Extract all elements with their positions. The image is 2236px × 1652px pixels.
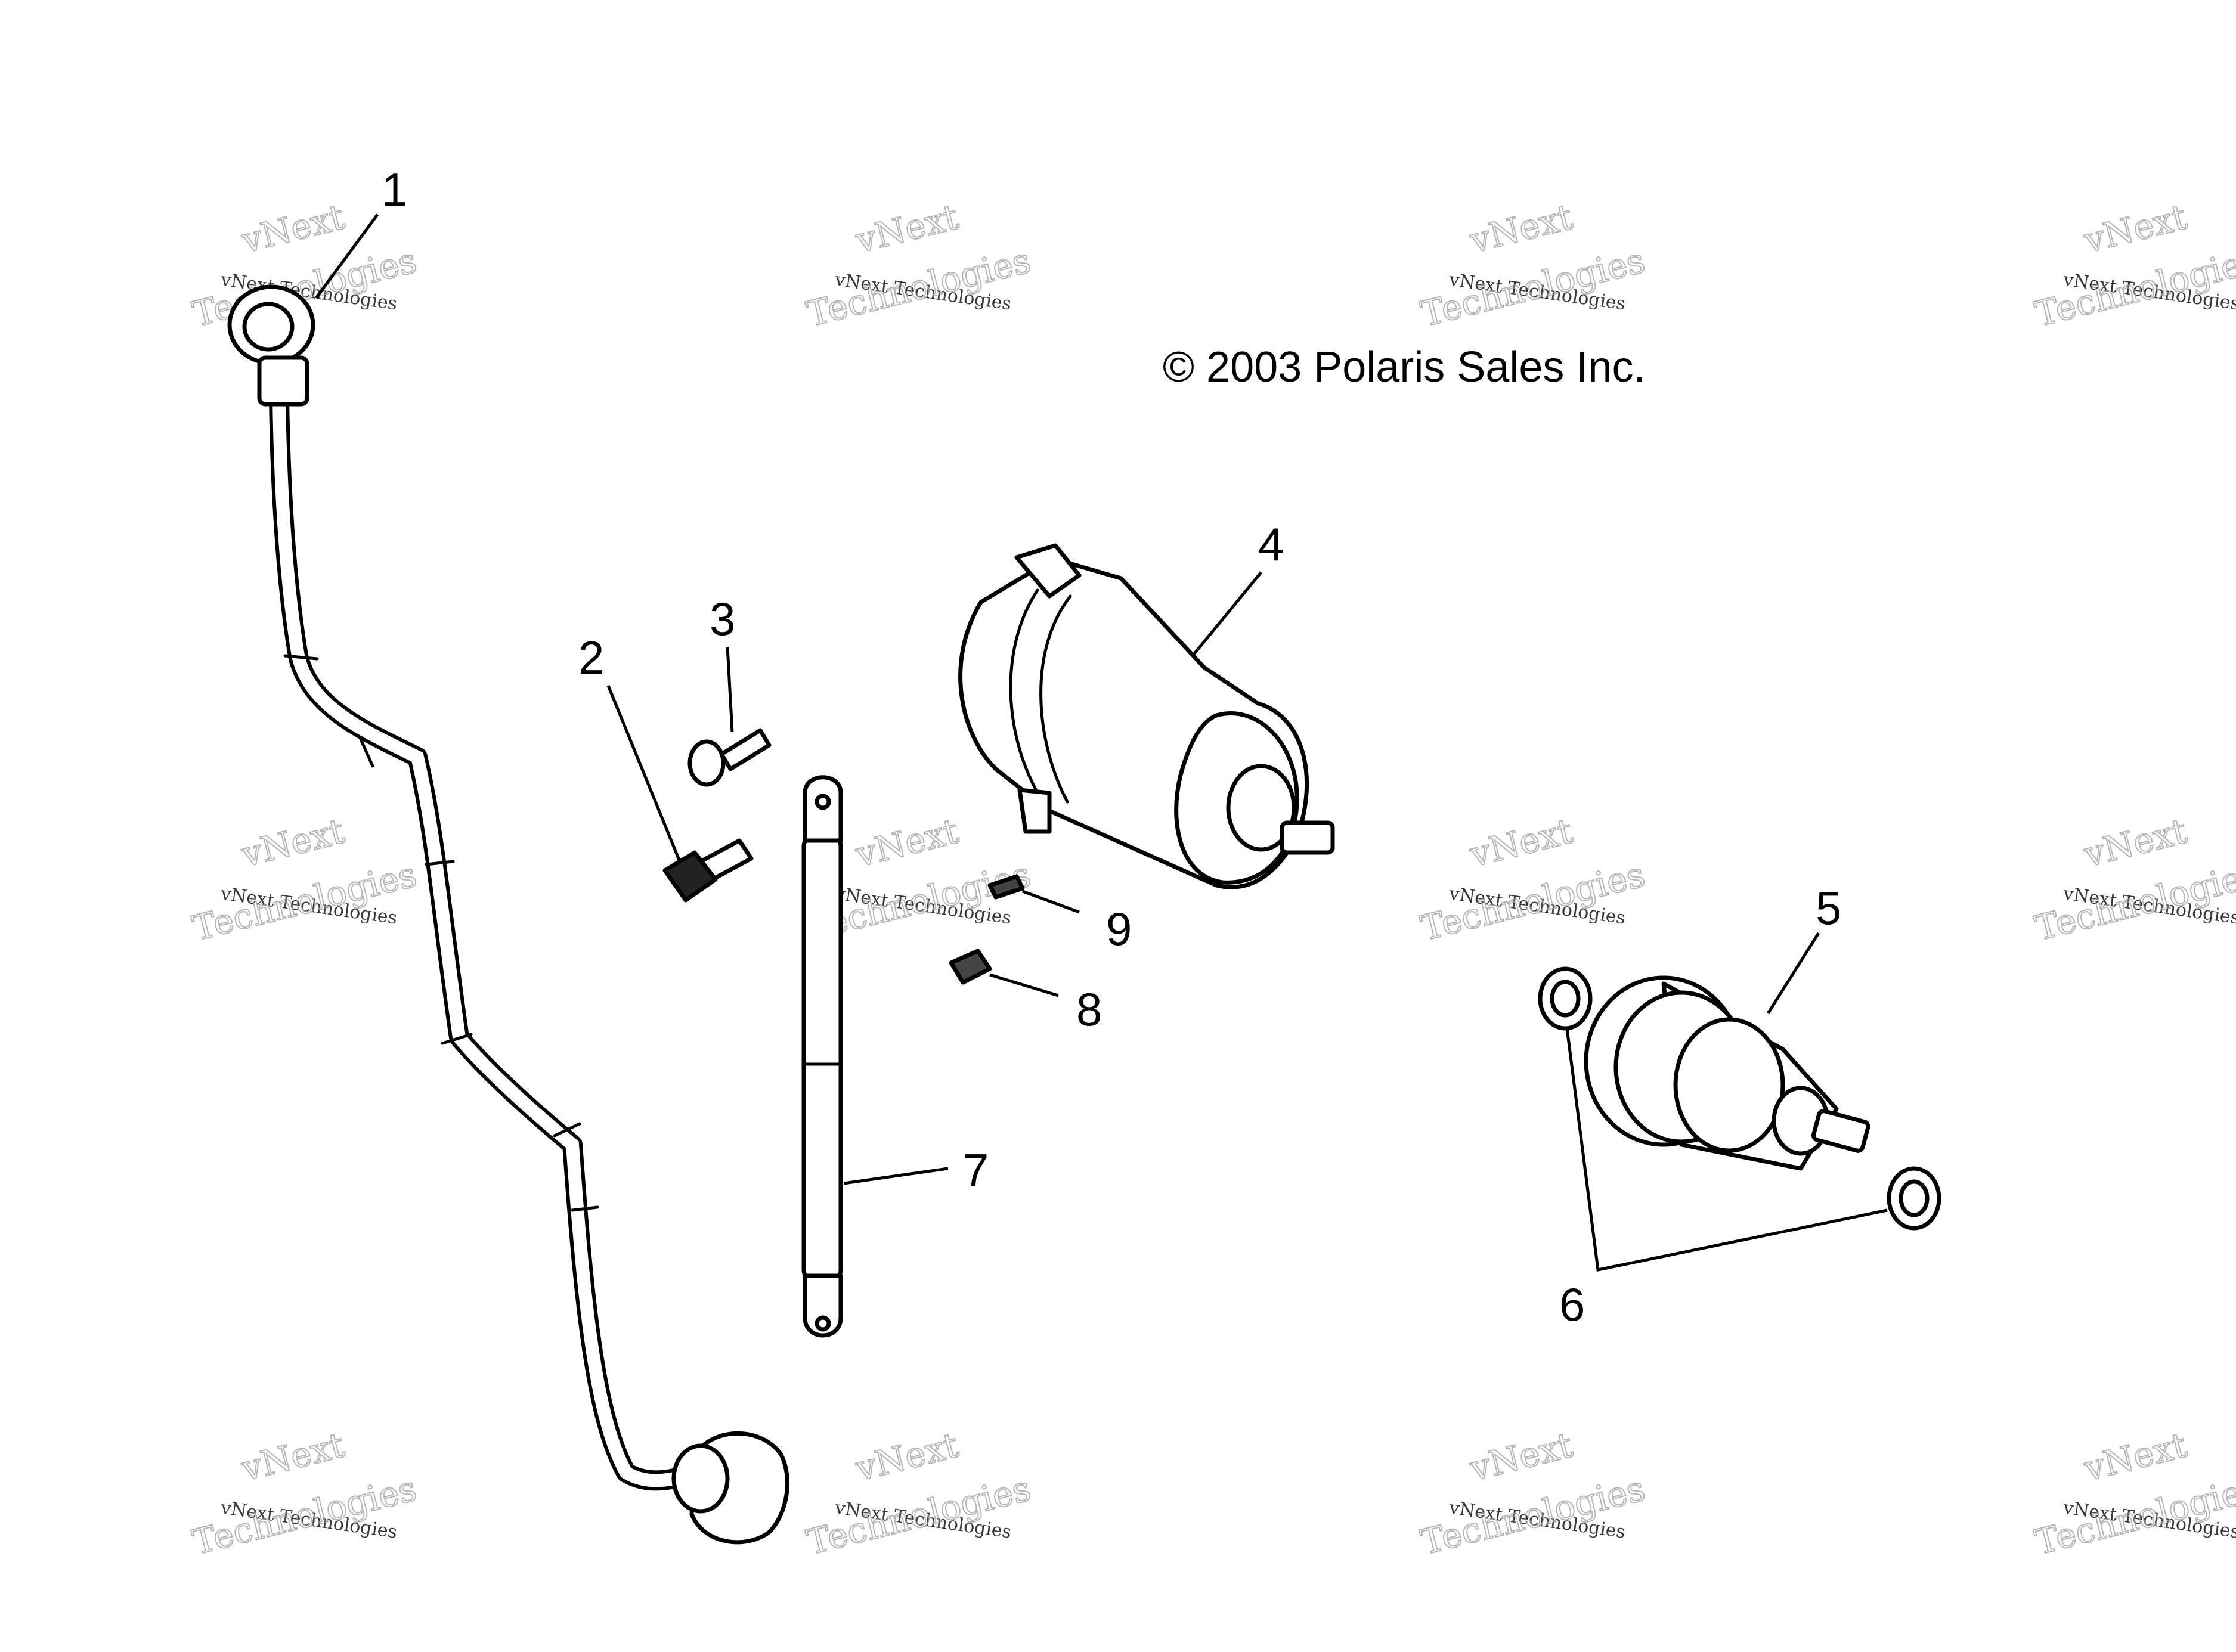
svg-text:Technologies: Technologies [2031,854,2236,949]
cable-band [283,654,319,661]
svg-text:Technologies: Technologies [2031,1468,2236,1563]
watermark: vNext vNext Technologies Technologies [802,1424,1035,1564]
svg-text:vNext: vNext [2080,811,2191,875]
drive-shaft [1811,1109,1870,1153]
svg-text:Technologies: Technologies [188,1468,420,1563]
callout-4: 4 [1258,518,1284,571]
cable-band [571,1205,599,1212]
svg-text:vNext: vNext [1466,197,1577,261]
watermark: vNext vNext Technologies Technologies [2030,1424,2236,1564]
svg-text:Technologies: Technologies [2031,240,2236,334]
svg-text:vNext: vNext [2080,1425,2191,1489]
part-4-starter-motor [958,543,1335,889]
part-2-nut [662,838,754,903]
callout-7: 7 [963,1144,989,1197]
part-5-starter-drive [1584,975,1870,1171]
watermark: vNext vNext Technologies Technologies [1416,196,1649,336]
cable-band [441,1033,473,1045]
strap-lug-bottom-hole [815,1315,831,1332]
leader-1 [314,213,379,299]
watermark: vNext vNext Technologies Technologies [2030,810,2236,950]
part-7-ground-strap [801,775,843,1338]
svg-text:Technologies: Technologies [1417,854,1649,949]
watermark: vNext vNext Technologies Technologies [2030,196,2236,336]
part-1-battery-cable [227,284,789,1545]
callout-1: 1 [382,163,407,216]
drive-gear-2 [1673,1017,1785,1153]
svg-text:Technologies: Technologies [803,1468,1035,1563]
watermark: vNext vNext Technologies Technologies [188,810,421,950]
svg-text:Technologies: Technologies [1417,240,1649,334]
callout-5: 5 [1816,882,1841,934]
starter-band-2 [1039,594,1072,804]
callout-8: 8 [1076,983,1102,1036]
leader-8 [989,973,1059,997]
watermark: vNext vNext Technologies Technologies [1416,810,1649,950]
starter-band-1 [1009,588,1039,795]
starter-gear [1226,764,1296,852]
starter-bracket [1014,543,1082,599]
svg-text:vNext: vNext [851,1425,962,1489]
washer-right-hole [1899,1179,1930,1217]
cable-terminal-top-hole [242,302,295,352]
callout-labels: 1 2 3 4 5 6 7 8 9 [382,163,1841,1331]
starter-terminal [1017,788,1052,834]
leader-6 [1565,1028,1888,1272]
bolt-head [687,739,726,787]
nut-body [949,949,992,985]
starter-shaft [1280,820,1335,855]
svg-text:Technologies: Technologies [188,854,420,949]
strap-body [801,835,843,1281]
leader-2 [606,685,682,862]
leader-5 [1766,932,1820,1015]
leader-4 [1191,571,1262,657]
cable-boot-top [257,355,309,407]
part-8-nut [949,949,992,985]
callout-2: 2 [578,631,604,684]
svg-text:vNext: vNext [2080,197,2191,261]
svg-text:vNext: vNext [851,197,962,261]
strap-lug-bottom [803,1273,843,1338]
callout-6: 6 [1559,1278,1585,1331]
washer-left-hole [1550,980,1581,1018]
cable-outline [269,386,720,1491]
svg-text:vNext: vNext [1466,1425,1577,1489]
svg-text:Technologies: Technologies [1417,1468,1649,1563]
watermark: vNext vNext Technologies Technologies [802,196,1035,336]
svg-text:vNext: vNext [237,197,348,261]
svg-text:vNext: vNext [237,1425,348,1489]
part-3-bolt [687,728,772,787]
cable-band [359,737,374,768]
leader-3 [726,646,734,733]
watermark: vNext vNext Technologies Technologies [188,1424,421,1564]
callout-9: 9 [1106,903,1132,955]
svg-text:vNext: vNext [851,811,962,875]
leader-lines [314,213,1888,1272]
cable-boot-bottom [671,1443,730,1514]
strap-lug-top-hole [815,794,831,810]
cable-band [425,860,455,866]
cable-band [553,1122,581,1138]
screw-body [987,874,1025,900]
watermark: vNext vNext Technologies Technologies [1416,1424,1649,1564]
leader-7 [843,1167,949,1185]
part-9-screw [987,874,1025,900]
copyright-text: © 2003 Polaris Sales Inc. [1163,343,1645,391]
svg-text:vNext: vNext [237,811,348,875]
nut-head [662,850,718,903]
leader-9 [1022,889,1080,914]
bolt-shaft [719,728,772,771]
svg-text:vNext: vNext [1466,811,1577,875]
part-6-washers [1538,966,1941,1231]
svg-text:Technologies: Technologies [803,240,1035,334]
callout-3: 3 [710,593,735,645]
cable-inner [272,396,710,1487]
